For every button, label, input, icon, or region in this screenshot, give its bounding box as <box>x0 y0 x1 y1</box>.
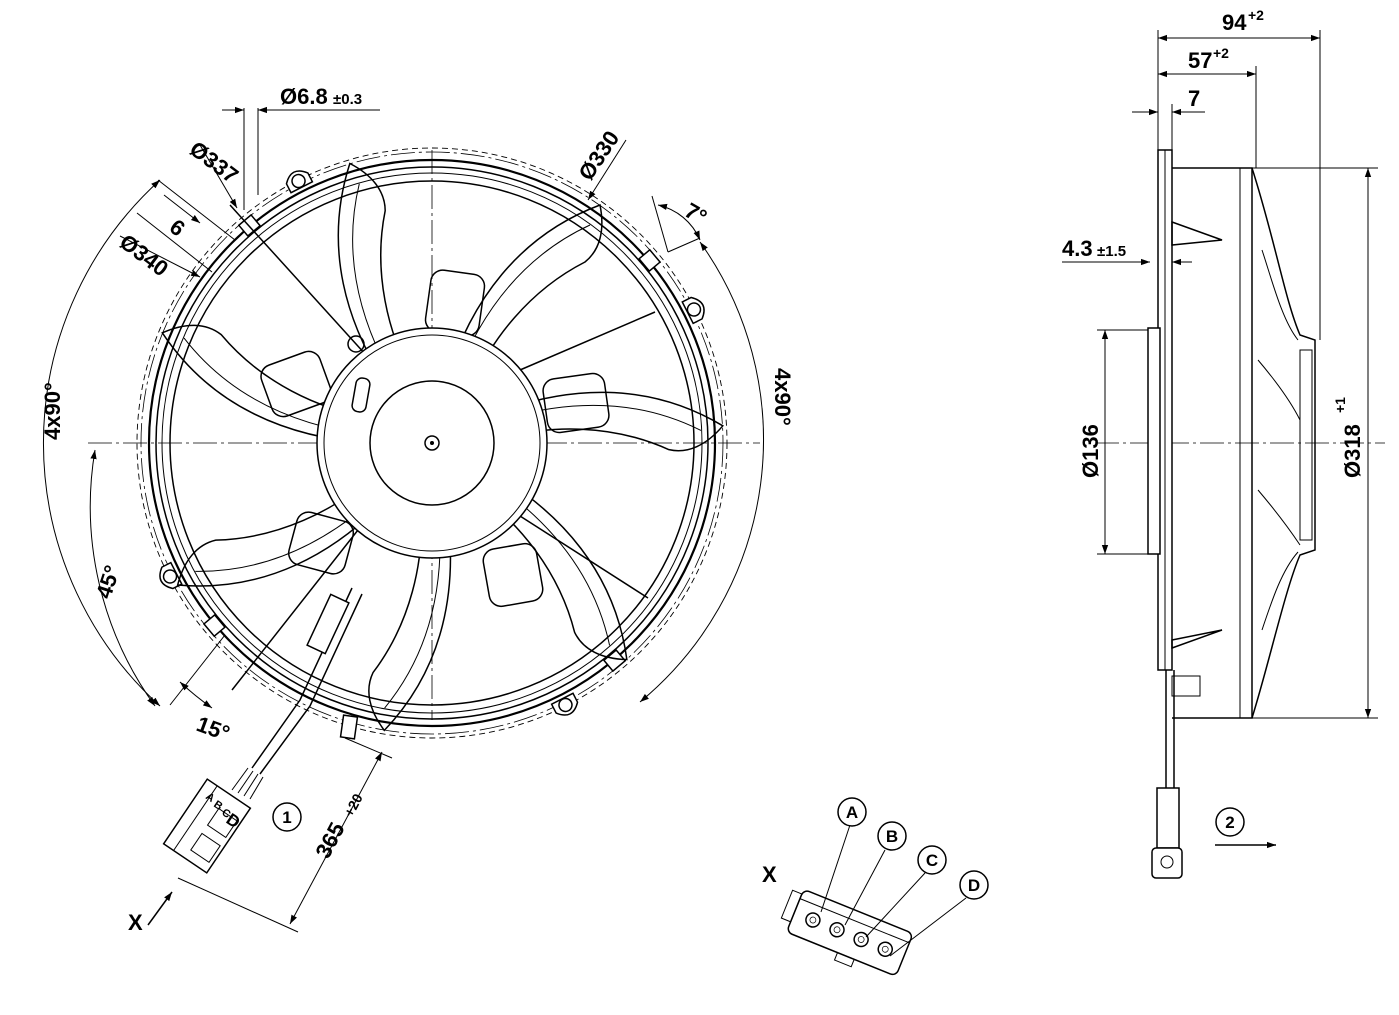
dim-bolt-hole-tol: ±0.3 <box>333 91 362 108</box>
pin-b-balloon <box>877 821 907 851</box>
impeller-profile <box>1251 167 1316 719</box>
detail-x: X A B C D <box>762 797 989 976</box>
dim-bolt-hole: Ø6.8 <box>280 84 328 109</box>
dim-angle-right: 4x90° <box>770 368 795 426</box>
dim-impeller-dia: Ø318 <box>1340 424 1365 478</box>
dim-hub-dia: Ø136 <box>1078 424 1103 478</box>
view-x-arrow <box>147 891 173 926</box>
item-2-label: 2 <box>1225 813 1234 832</box>
dim-impeller-dia-tol: +1 <box>1332 397 1348 413</box>
dim-angle-15: 15° <box>193 711 233 746</box>
pin-b-label: B <box>886 827 898 846</box>
dim-angle-left: 4x90° <box>40 382 65 440</box>
dim-overall-depth-tol: +2 <box>1248 7 1264 23</box>
pin-a-balloon <box>837 797 867 827</box>
dim-cable-length: 365 <box>310 818 349 862</box>
dim-offset-43: 4.3 <box>1062 236 1093 261</box>
dim-depth-57: 57 <box>1188 48 1212 73</box>
side-hub <box>1147 327 1161 555</box>
side-connector <box>1156 787 1180 849</box>
pin-c-label: C <box>926 851 938 870</box>
dim-seven-deg: 7° <box>681 198 712 230</box>
struts <box>229 204 656 691</box>
item-1-label: 1 <box>282 808 291 827</box>
dim-d337: Ø337 <box>185 136 243 188</box>
housing-outer-ring <box>147 158 717 728</box>
detail-x-label: X <box>762 862 777 887</box>
connector-front <box>162 778 252 874</box>
dim-six: 6 <box>165 214 190 241</box>
dim-cable-length-tol: +20 <box>341 791 366 820</box>
motor-hub-inner <box>369 380 495 506</box>
dim-overall-depth: 94 <box>1222 10 1247 35</box>
pin-a-label: A <box>846 803 858 822</box>
dim-depth-57-tol: +2 <box>1213 45 1229 61</box>
view-x-label: X <box>128 910 143 935</box>
pin-d-balloon <box>959 870 989 900</box>
dim-flange-7: 7 <box>1188 86 1200 111</box>
front-view: D C B A 1 X Ø6.8 ±0.3 Ø337 Ø330 6 Ø340 <box>40 84 795 935</box>
detail-connector-body <box>787 890 913 976</box>
pin-c-balloon <box>917 845 947 875</box>
motor-hub-ring <box>323 334 541 552</box>
dim-offset-43-tol: ±1.5 <box>1097 243 1126 260</box>
pin-d-label: D <box>968 876 980 895</box>
ring-340 <box>136 147 728 739</box>
side-ring-body <box>1172 167 1253 719</box>
ring-337-bolt-circle <box>140 151 724 735</box>
cable <box>231 587 363 800</box>
item-2-balloon <box>1215 807 1245 837</box>
side-view: 94 +2 57 +2 7 4.3 ±1.5 Ø136 Ø318 +1 2 <box>1062 7 1385 879</box>
dim-d340: Ø340 <box>115 229 173 281</box>
